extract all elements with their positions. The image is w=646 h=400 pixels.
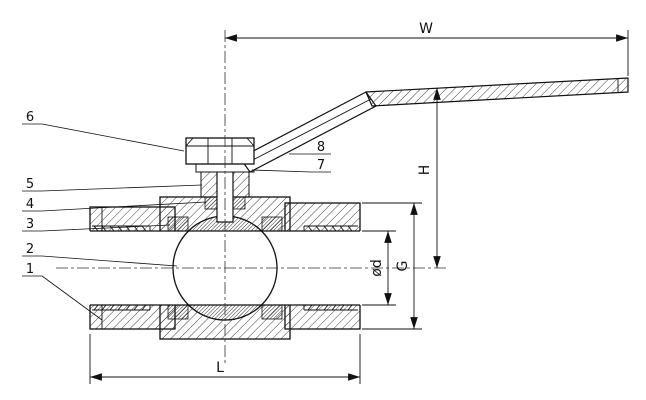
part-8-label: 8: [317, 140, 325, 155]
stem-hex-nut: [185, 137, 255, 165]
ball-seats: [167, 216, 283, 320]
dimension-g: G: [362, 202, 422, 330]
gland-right: [232, 171, 250, 198]
handle: [239, 77, 629, 173]
dim-bore-label: ød: [369, 259, 385, 276]
dim-g-label: G: [395, 261, 411, 272]
handle-grip: [365, 77, 629, 107]
right-port-thread: [303, 225, 358, 311]
part-3-label: 3: [26, 217, 34, 232]
part-1-label: 1: [26, 262, 34, 277]
dimension-h: H: [417, 88, 441, 268]
dim-h-label: H: [417, 165, 433, 176]
dim-l-label: L: [216, 360, 224, 376]
part-5-label: 5: [26, 177, 34, 192]
dim-w-label: W: [419, 21, 433, 37]
part-callouts: 6 5 4 3 2 1 8 7: [22, 110, 331, 321]
part-6-label: 6: [26, 110, 34, 125]
packing-left: [204, 196, 218, 210]
gland-left: [200, 171, 218, 198]
part-2-label: 2: [26, 242, 34, 257]
dimension-bore: ød: [362, 230, 396, 306]
part-7-label: 7: [317, 158, 325, 173]
dimension-l: L: [89, 334, 361, 384]
part-4-label: 4: [26, 197, 34, 212]
packing-right: [232, 196, 246, 210]
dimension-w: W: [225, 21, 629, 76]
